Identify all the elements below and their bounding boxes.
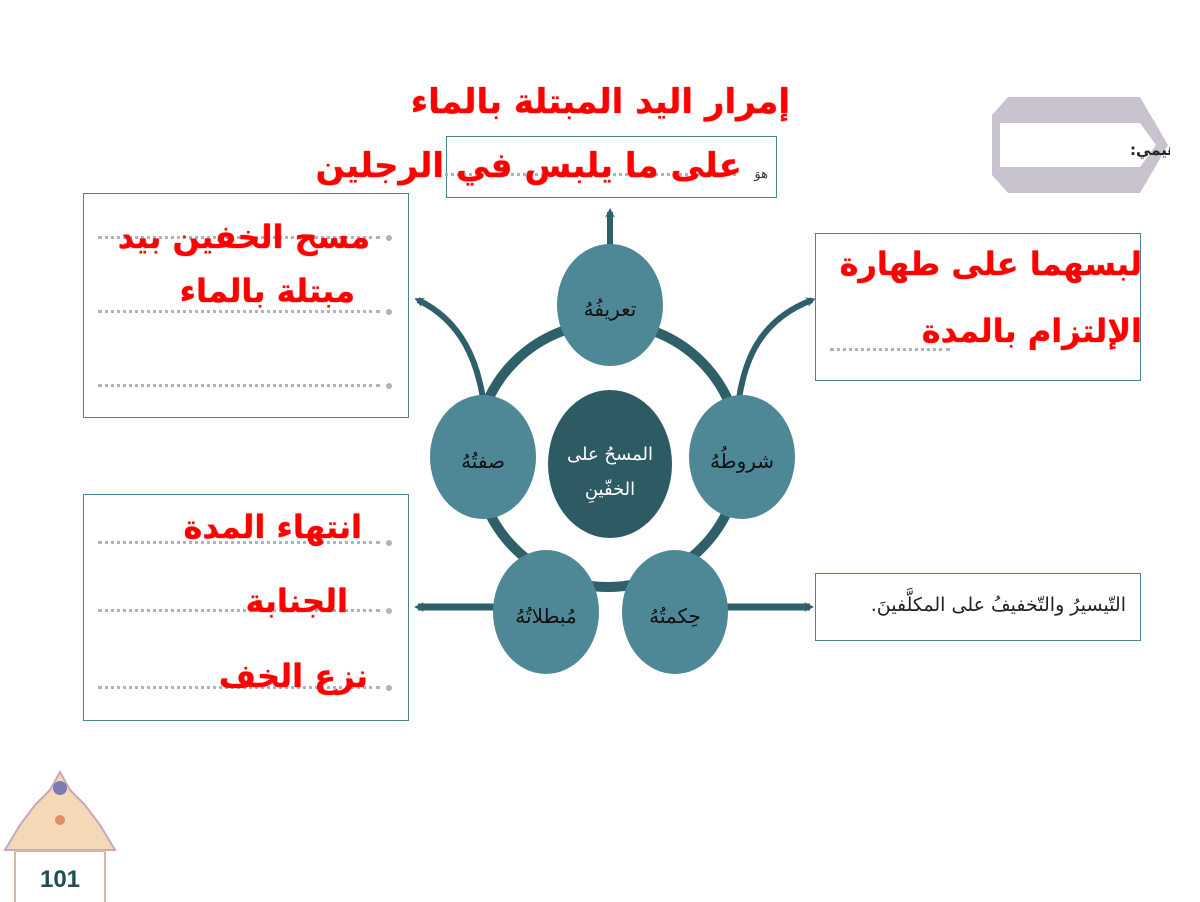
node-wisdom <box>622 550 728 674</box>
bullet <box>386 685 392 691</box>
badge-shape: أنظّمُ مفاهيمي: <box>992 97 1170 193</box>
node-invalidators <box>493 550 599 674</box>
node-description <box>430 395 536 519</box>
node-definition <box>557 244 663 366</box>
invalidators-answer-3: نزع الخف <box>218 657 368 695</box>
description-answer-line2: مبتلة بالماء <box>179 272 355 310</box>
bullet <box>386 309 392 315</box>
node-wisdom-label: حِكمتُهُ <box>649 604 701 628</box>
center-label-line1: المسحُ على <box>567 444 653 465</box>
bullet <box>386 383 392 389</box>
answer-line <box>98 609 380 612</box>
page-ornament <box>3 770 117 851</box>
definition-box: هوَ <box>445 136 777 198</box>
bullet <box>386 235 392 241</box>
answer-line <box>98 236 380 239</box>
wisdom-text: التّيسيرُ والتّخفيفُ على المكلَّفينَ. <box>870 594 1126 616</box>
answer-line <box>98 310 380 313</box>
answer-line <box>98 384 380 387</box>
center-label-line2: الخفّينِ <box>585 479 635 503</box>
center-node <box>548 390 672 538</box>
node-conditions-label: شروطُهُ <box>710 446 774 473</box>
invalidators-box <box>83 494 409 721</box>
answer-line <box>98 541 380 544</box>
description-answer-line1: مسح الخفين بيد <box>117 218 370 256</box>
section-title: أنظّمُ مفاهيمي: <box>1130 139 1170 159</box>
wisdom-box: التّيسيرُ والتّخفيفُ على المكلَّفينَ. <box>815 573 1141 641</box>
definition-prefix: هوَ <box>754 167 768 182</box>
conditions-answer-line2: الإلتزام بالمدة <box>921 312 1142 350</box>
section-badge: أنظّمُ مفاهيمي: <box>990 95 1170 195</box>
answer-line <box>98 686 380 689</box>
page-number-box: 101 <box>14 850 106 902</box>
conditions-box <box>815 233 1141 381</box>
node-definition-label: تعريفُهُ <box>584 297 637 321</box>
answer-line <box>830 348 950 351</box>
answer-line <box>445 173 736 176</box>
invalidators-answer-2: الجنابة <box>245 582 348 620</box>
definition-answer-line2: على ما يلبس في الرجلين <box>315 146 742 186</box>
definition-answer-line1: إمرار اليد المبتلة بالماء <box>410 82 790 122</box>
page-number: 101 <box>39 866 81 893</box>
bullet <box>386 608 392 614</box>
node-conditions <box>689 395 795 519</box>
bullet <box>386 540 392 546</box>
description-box <box>83 193 409 418</box>
node-invalidators-label: مُبطلاتُهُ <box>515 604 576 628</box>
invalidators-answer-1: انتهاء المدة <box>183 508 363 546</box>
node-description-label: صفتُهُ <box>461 449 505 473</box>
conditions-answer-line1: لبسهما على طهارة <box>839 245 1142 283</box>
